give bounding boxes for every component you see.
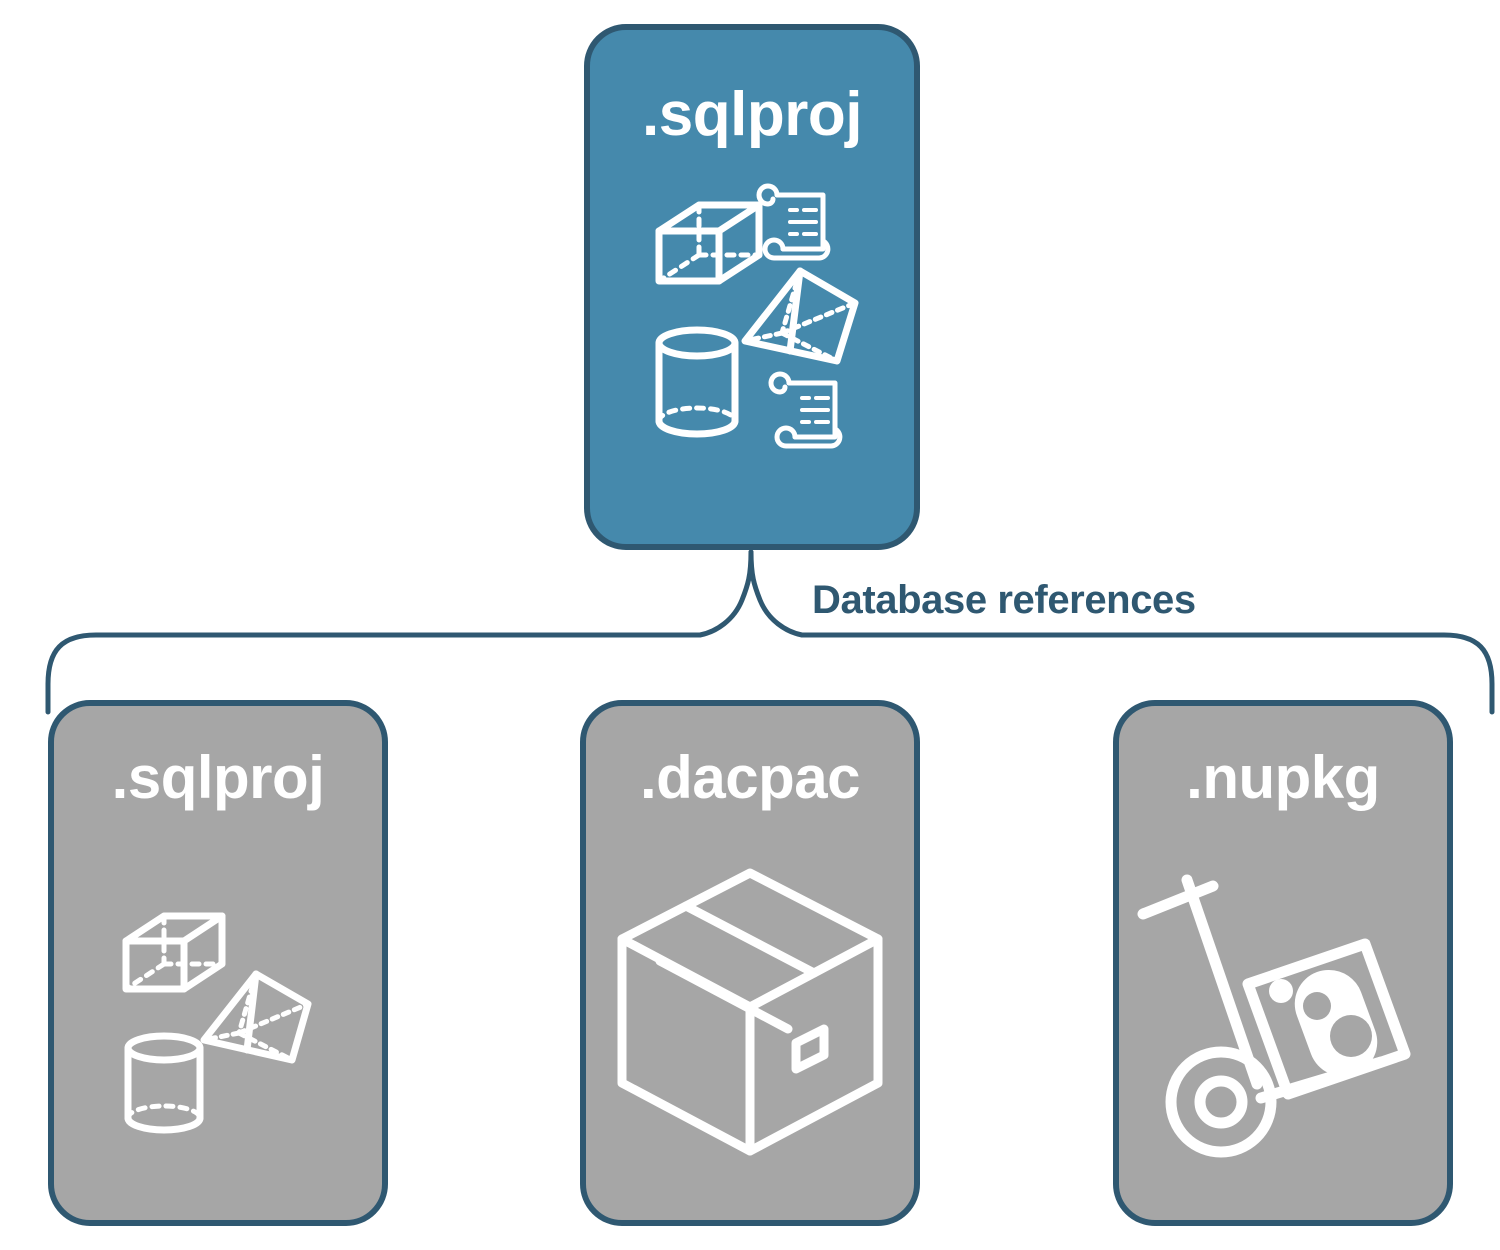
- root-icon-group: [590, 180, 914, 460]
- ref-dacpac-icon-group: [586, 846, 914, 1176]
- node-root-sqlproj[interactable]: .sqlproj: [584, 24, 920, 550]
- hand-truck-package-icon: [1137, 874, 1411, 1158]
- node-title: .sqlproj: [111, 744, 325, 811]
- cylinder-icon: [655, 326, 739, 437]
- node-title: .nupkg: [1186, 744, 1380, 811]
- pyramid-icon: [741, 267, 859, 364]
- hand-truck-wheel: [1165, 1046, 1277, 1158]
- nuget-package-box: [1242, 938, 1411, 1100]
- ref-sqlproj-icon-group: [54, 866, 382, 1166]
- node-ref-dacpac[interactable]: .dacpac: [580, 700, 920, 1226]
- cube-icon: [122, 912, 226, 993]
- pyramid-icon: [200, 970, 312, 1064]
- nuget-logo-holes: [1303, 992, 1372, 1057]
- cylinder-icon: [124, 1032, 204, 1134]
- ref-nupkg-icon-group: [1119, 856, 1447, 1176]
- node-ref-sqlproj[interactable]: .sqlproj: [48, 700, 388, 1226]
- db-objects-icon-set: [122, 912, 312, 1134]
- node-title: .dacpac: [640, 744, 860, 811]
- shipping-box-icon: [617, 868, 883, 1156]
- node-title: .sqlproj: [642, 80, 862, 149]
- db-objects-icon-set: [655, 183, 859, 448]
- scroll-icon: [768, 371, 843, 448]
- node-ref-nupkg[interactable]: .nupkg: [1113, 700, 1453, 1226]
- connector-label: Database references: [812, 578, 1196, 622]
- scroll-icon: [756, 183, 831, 260]
- cube-icon: [655, 201, 763, 284]
